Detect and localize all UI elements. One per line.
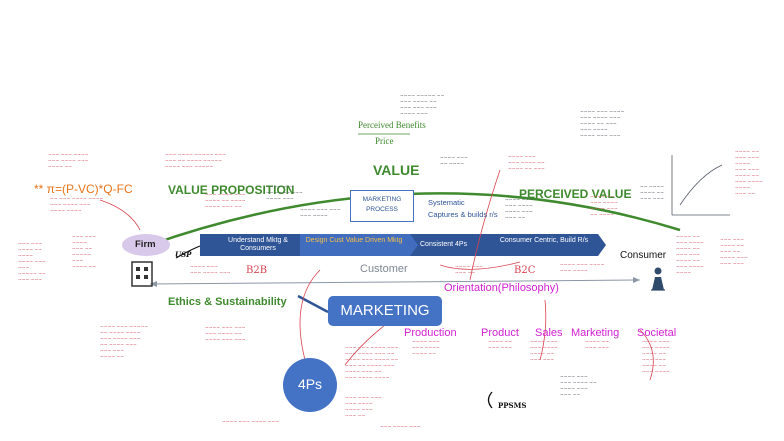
scribble-note: ~~~~ ~~~ ~~~ ~~~ ~~~~ [300,208,341,219]
process-step-4: Consumer Centric, Build R/s [499,237,589,244]
red-arrow [99,199,141,231]
red-arrow [299,269,321,361]
scribble-note: ~~~~ ~~~~~ ~~ ~~~ ~~~~ ~~ ~~~ ~~~ ~~~ ~~… [400,94,445,117]
process-step-1: Understand Mktg & Consumers [228,237,288,252]
perceived-benefits-label: Perceived Benefits [358,120,426,130]
scribble-note: ~~~ ~~~~ ~~~ ~~~~ ~~ ~~~~ ~~~~ ~~~ ~~ [205,193,246,210]
process-step-3: Consistent 4Ps [420,241,468,248]
red-arrow [539,299,547,361]
scribble-note: ~~~~ ~~ ~~~ ~~~ [488,340,513,351]
price-label: Price [375,136,394,146]
customer-label: Customer [360,263,408,275]
scribble-note: ~~ ~~~~ ~~~~ ~~ ~~~ ~~~ [640,185,665,202]
profit-formula: ** π=(P-VC)*Q-FC [34,182,133,196]
building-icon [131,261,153,287]
value-arc [149,192,681,247]
marketing-label: MARKETING [340,302,430,319]
ethics-label: Ethics & Sustainability [168,296,287,308]
scribble-note: ~~~~ ~~~ ~~ ~~~~ [440,156,468,167]
perceived-value-label: PERCEIVED VALUE [519,187,632,201]
scribble-note: ~~~~ ~~~ ~~~ ~~~~ ~~ ~~~~ ~~ ~~~ [508,155,545,172]
orientation-label: Orientation(Philosophy) [444,282,559,294]
scribble-note: ~~~ ~~~ ~~~~ ~~ ~~~~ ~~~~ ~~~ ~~~ ~~~~~ … [18,242,46,283]
ethics-connector [297,294,329,314]
captures-label: Captures & builds r/s [428,210,498,219]
scribble-note: ~~~~ ~~~ ~~~ ~~~~ ~~~~ ~~ ~~~ ~~~ [530,340,558,363]
four-ps-label: 4Ps [297,376,323,392]
scribble-note: ~~~~ ~~~ ~~~~ ~~~ [222,420,280,425]
usp-label: USP [175,250,192,259]
scribble-note: ~~~~ ~~~ ~~~ ~~~~ ~~~~ ~~~ ~~~ ~~ [505,198,533,221]
arrow-head-left [150,281,157,287]
ppsms-label: PPSMS [498,401,527,410]
scribble-note: ~~~~ ~~ ~~~ ~~~~ ~~~~ ~~~ ~~ ~~~~ [590,195,618,218]
marketing-process-label: MARKETING PROCESS [362,196,402,213]
red-arrow [469,169,501,281]
systematic-label: Systematic [428,198,465,207]
hand-drawn-graph [671,155,730,216]
firm-ellipse [122,234,170,256]
scribble-note: ~~~ ~~~~ ~~~~~ ~~~ ~~~ ~~ ~~~~ ~~~~~ ~~~… [165,153,226,170]
scribble-note: ~~~~ ~~~ ~~~ ~~~~ ~~~ [190,265,231,276]
scribble-note: ~~~~ ~~ ~~~ ~~~~ ~~~~ ~~ ~~~ ~~~ ~~~~ ~~… [676,235,704,276]
scribble-note: ~~~~ ~~~ ~~~~ ~~~ ~~~~ ~~~ ~~~~ ~~ ~~~ ~… [580,110,625,139]
scribble-note: ~~~ ~~~ ~~~~ ~~~ ~~~~ ~~~ ~~~~ ~~ [48,153,89,170]
scribble-note: ~~~~ ~~~ ~~~ ~~~~ ~~~~ ~~ [412,340,440,357]
scribble-note: ~~~ ~~~ ~~~ ~~~ ~~~~ ~~~~ ~~~ ~~~ ~~ [345,396,382,419]
scribble-note: ~~~~ ~~~ ~~~~~ ~~ ~~~~ ~~~~ ~~~ ~~~~ ~~~… [100,325,149,360]
red-arrow [439,261,521,270]
scribble-note: ~~~ ~~~ ~~~~ ~~~ ~~ ~~~~~ ~~~ ~~~~ ~~ [72,235,97,270]
orientation-sales: Sales [535,327,563,339]
orientation-production: Production [404,327,457,339]
scribble-note: ~~~~ ~~~ ~~~ ~~ [455,265,483,276]
scribble-note: ~~~~ ~~~ ~~~~ ~~~ ~~~~ [560,263,605,274]
red-arrow [639,329,654,381]
b2b-label: B2B [246,265,268,276]
marketing-box [328,296,442,326]
orientation-product: Product [481,327,519,339]
scribble-note: ~~~ ~~~~ ~~~ [380,425,421,430]
scribble-note: ~~ ~~~ ~~~~ ~~~~ ~~~ ~~~~ ~~~ ~~~~ ~~~~ [50,197,104,214]
scribble-note: ~~~~ ~~~ ~~~ ~~~ ~~~~ ~~ ~~~~ ~~~ ~~~ [205,326,246,343]
person-icon [651,267,665,291]
value-proposition-label: VALUE PROPOSITION [168,183,295,197]
red-arrow [344,324,386,366]
firm-label: Firm [135,239,156,250]
firm-consumer-line [149,279,641,285]
scribble-note: ~~~~ ~~~ ~~~ ~~~~ ~~ ~~~~ ~~~ ~~~ ~~ [560,375,597,398]
arrow-head-right [633,277,640,283]
b2c-label: B2C [514,265,536,276]
process-arrow-segment [300,234,418,256]
orientation-marketing: Marketing [571,327,620,339]
orientation-societal: Societal [637,327,677,339]
scribble-note: ~~~~ ~~ ~~~ ~~~ ~~~~ ~~~ ~~~ ~~~~ ~~ ~~~… [735,150,763,197]
process-step-2: Design Cust Value Driven Mktg [305,237,403,244]
value-heading: VALUE [373,162,420,178]
marketing-process-box [350,190,414,222]
usp-arrow [175,245,201,259]
scribble-note: ~~~ ~~~ ~~~~ ~~ ~~~ ~~ ~~~~ ~~~ ~~~ ~~~ [720,238,748,267]
consumer-label: Consumer [620,250,667,261]
scribble-note: ~~~~ ~~~ ~~ ~~~~ ~~~ ~~~~ ~~~ [266,185,303,202]
ppsms-mark [487,391,493,409]
scribble-note: ~~~ ~~~ ~~~~ ~~~ ~~~ ~~~~ ~~~ ~~ ~~~~ ~~… [345,346,399,381]
four-ps-circle [283,358,337,412]
scribble-note: ~~~~ ~~ ~~~ ~~~ [585,340,610,351]
scribble-note: ~~~~ ~~~ ~~~ ~~~~ ~~~~ ~~ ~~~ ~~~ ~~~~ ~… [642,340,670,375]
